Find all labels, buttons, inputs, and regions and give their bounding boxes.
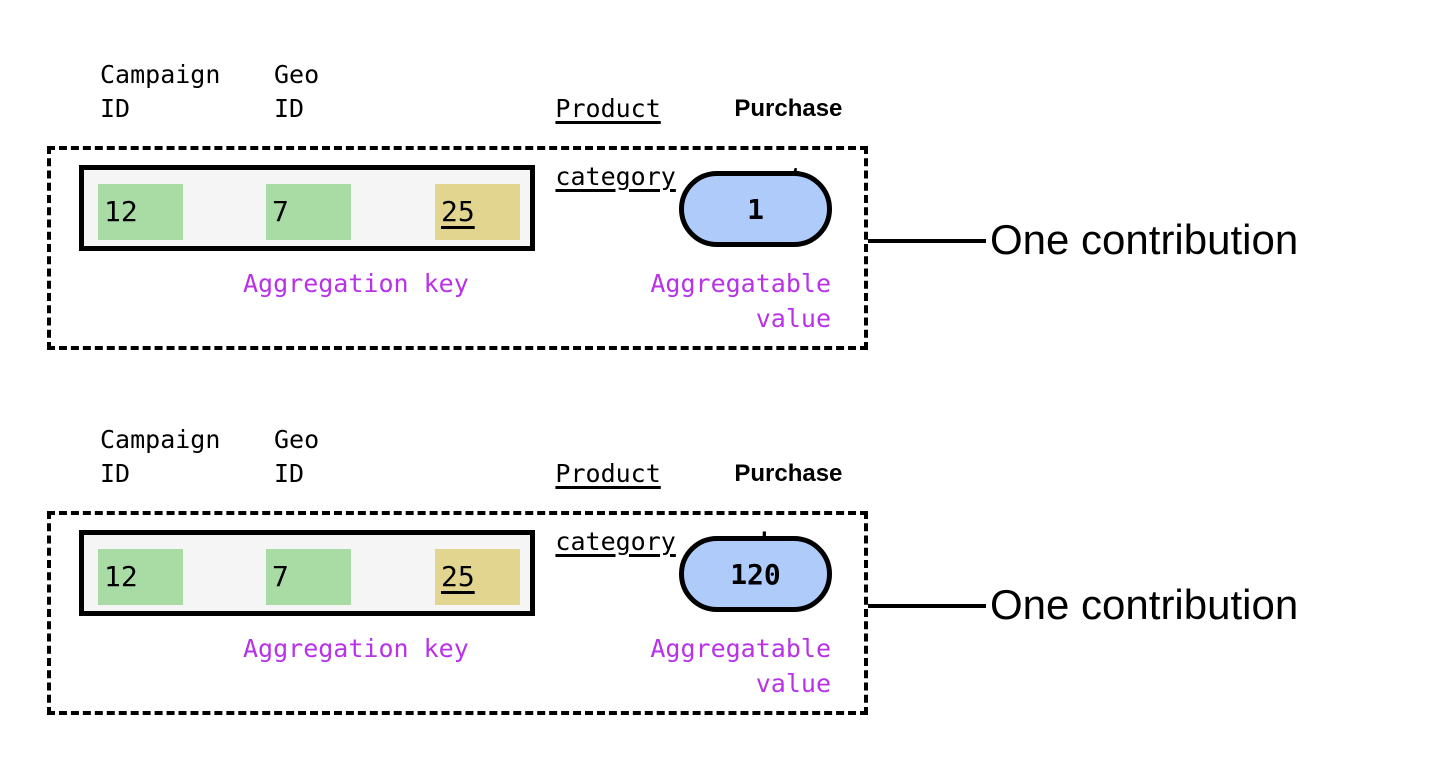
column-headers-2: Campaign ID Geo ID Product category Purc… xyxy=(0,423,900,556)
annotation-aggregatable-value-1: Aggregatable value xyxy=(650,269,831,333)
contribution-boundary-1 xyxy=(47,146,868,350)
key-cell-campaign-id: 12 xyxy=(98,184,183,240)
header-metric-line1: Purchase xyxy=(734,460,843,487)
aggregation-key-box-1: 12 7 25 xyxy=(79,165,535,251)
key-cell-product-category-value: 25 xyxy=(441,195,475,228)
key-cell-product-category: 25 xyxy=(435,549,520,605)
header-product-category-line2: category xyxy=(555,527,676,556)
header-geo-id: Geo ID xyxy=(274,60,320,123)
key-cell-geo-id: 7 xyxy=(266,549,351,605)
header-geo-id: Geo ID xyxy=(274,425,320,488)
aggregatable-value-pill-2: 120 xyxy=(679,536,832,612)
callout-label-2: One contribution xyxy=(990,581,1299,628)
aggregation-key-box-2: 12 7 25 xyxy=(79,530,535,616)
header-product-category: Product category xyxy=(435,58,675,228)
header-product-category: Product category xyxy=(435,423,675,593)
annotation-aggregation-key-2: Aggregation key xyxy=(243,634,469,663)
header-product-category-line2: category xyxy=(555,162,676,191)
callout-label-1: One contribution xyxy=(990,216,1299,263)
aggregatable-value-pill-1: 1 xyxy=(679,171,832,247)
key-cell-product-category: 25 xyxy=(435,184,520,240)
callout-leader-line-1 xyxy=(868,239,986,243)
header-campaign-id: Campaign ID xyxy=(100,60,221,123)
column-headers-1: Campaign ID Geo ID Product category Purc… xyxy=(0,58,900,191)
header-campaign-id: Campaign ID xyxy=(100,425,221,488)
key-cell-geo-id: 7 xyxy=(266,184,351,240)
key-cell-product-category-value: 25 xyxy=(441,560,475,593)
header-metric-line1: Purchase xyxy=(734,95,843,122)
annotation-aggregatable-value-2: Aggregatable value xyxy=(650,634,831,698)
contribution-boundary-2 xyxy=(47,511,868,715)
callout-leader-line-2 xyxy=(868,604,986,608)
header-product-category-line1: Product xyxy=(555,94,661,123)
key-cell-campaign-id: 12 xyxy=(98,549,183,605)
annotation-aggregation-key-1: Aggregation key xyxy=(243,269,469,298)
header-product-category-line1: Product xyxy=(555,459,661,488)
